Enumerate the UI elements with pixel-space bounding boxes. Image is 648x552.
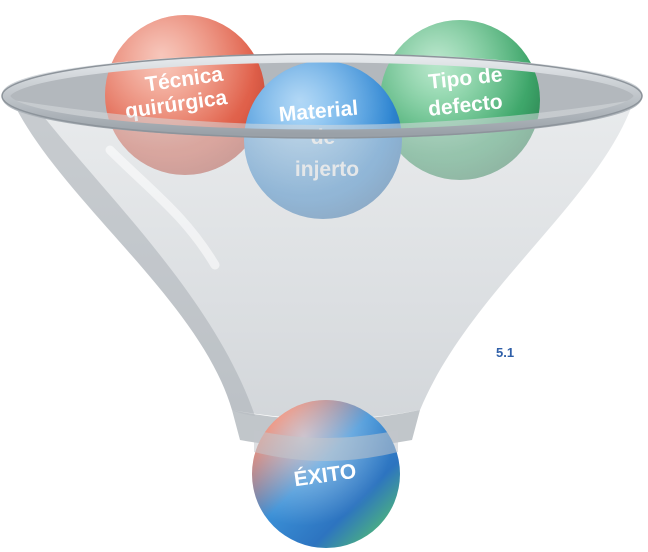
funnel-body-shade <box>12 100 255 416</box>
funnel-body <box>12 100 634 419</box>
funnel-highlight <box>105 145 220 270</box>
figure-number: 5.1 <box>496 345 515 360</box>
funnel-rim-edge <box>1 53 643 139</box>
funnel-rim <box>1 53 643 139</box>
result-ball: ÉXITO <box>252 400 400 548</box>
result-ball-spout-overlay <box>254 430 398 461</box>
